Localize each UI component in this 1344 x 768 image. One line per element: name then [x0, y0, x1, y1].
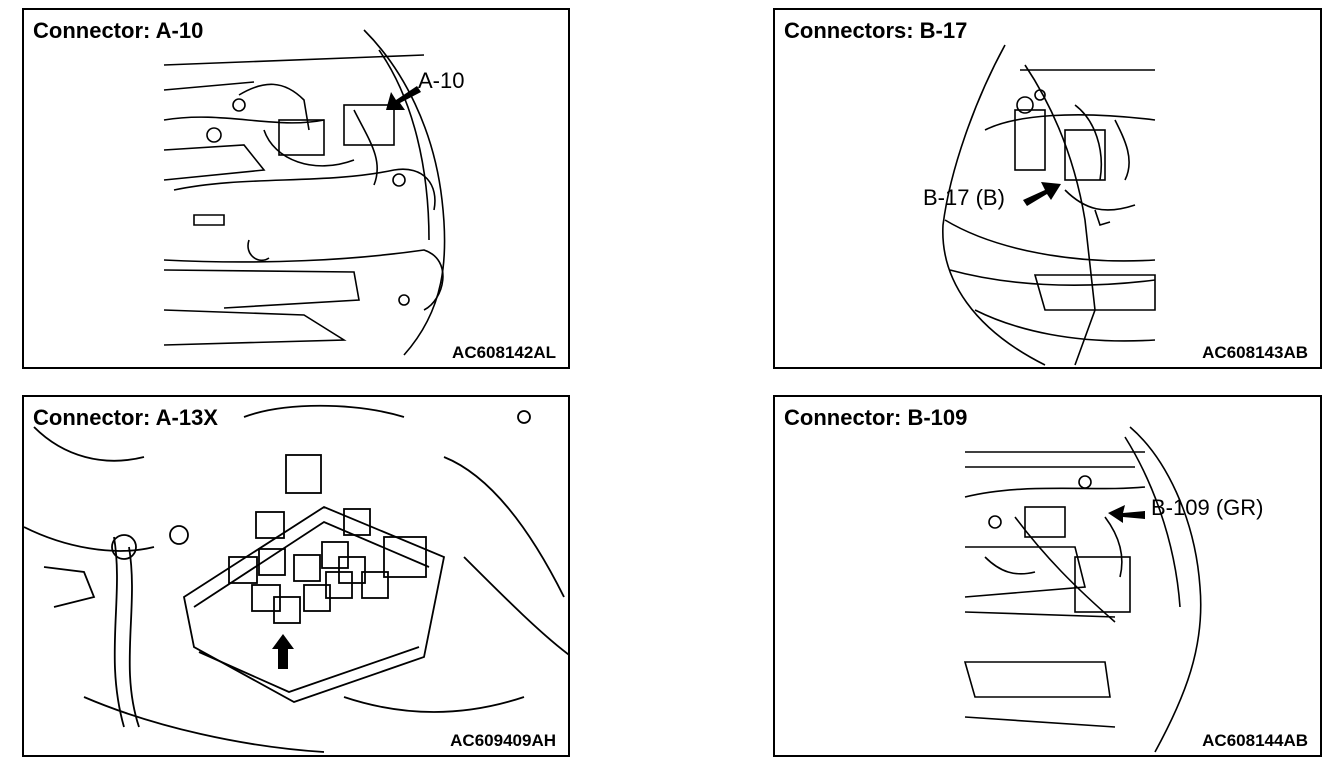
- diagram-panel-a10: Connector: A-10 A-10 AC608142AL: [22, 8, 570, 369]
- arrow-a13x: [272, 634, 294, 669]
- figure-code: AC608143AB: [1202, 343, 1308, 362]
- figure-code: AC608142AL: [452, 343, 556, 362]
- panel-title: Connector: B-109: [784, 405, 968, 430]
- panel-title: Connector: A-10: [33, 18, 204, 43]
- figure-code: AC609409AH: [450, 731, 556, 750]
- diagram-panel-a13x: Connector: A-13X AC609409AH: [22, 395, 570, 757]
- arrow-b109: [1108, 505, 1145, 523]
- callout-label: B-17 (B): [923, 185, 1005, 210]
- figure-code: AC608144AB: [1202, 731, 1308, 750]
- callout-label: B-109 (GR): [1151, 495, 1264, 520]
- engine-bay-illustration: [163, 29, 446, 356]
- diagram-panel-b109: Connector: B-109 B-109 (GR) AC608144AB: [773, 395, 1322, 757]
- arrow-a10: [386, 86, 421, 110]
- panel-title: Connector: A-13X: [33, 405, 218, 430]
- relay-box-illustration: [24, 404, 568, 753]
- engine-harness-illustration: [963, 426, 1202, 753]
- diagram-panel-b17: Connectors: B-17 B-17 (B) AC608143AB: [773, 8, 1322, 369]
- panel-title: Connectors: B-17: [784, 18, 968, 43]
- callout-label: A-10: [418, 68, 465, 93]
- arrow-b17: [1023, 182, 1061, 206]
- front-bumper-illustration: [942, 44, 1156, 366]
